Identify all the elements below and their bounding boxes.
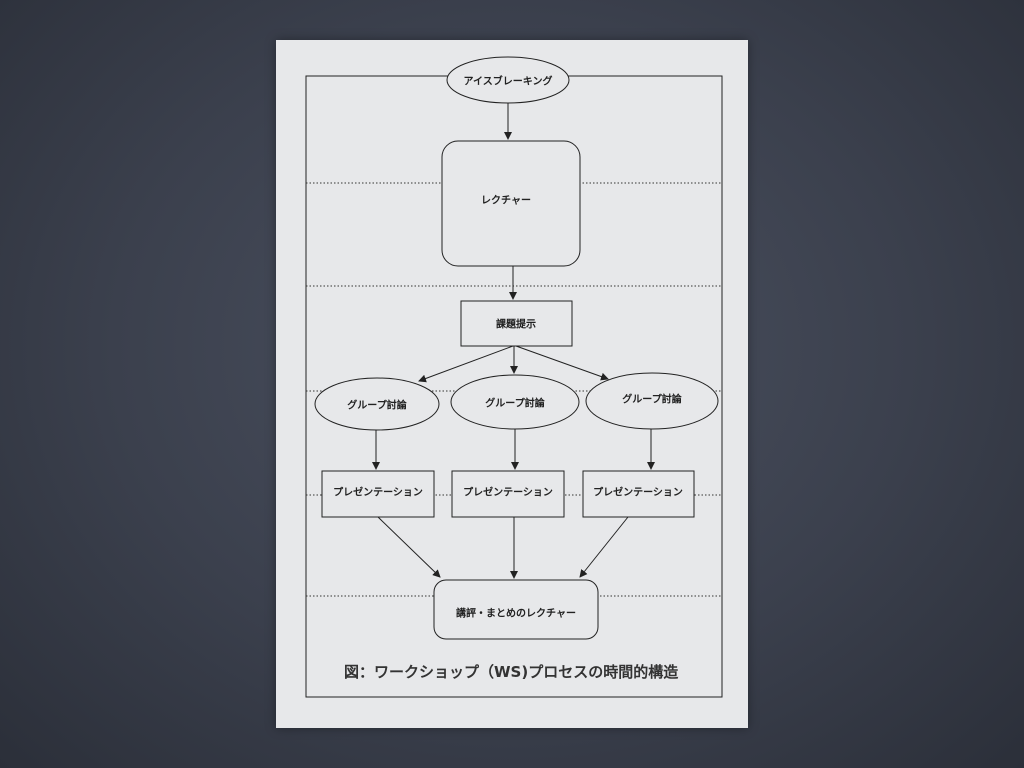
arrow-presentation-3-to-summary [579,516,629,578]
group-discussion-node-1 [314,377,440,431]
arrow-presentation-1-to-summary [377,516,441,578]
assignment-node [460,300,573,347]
assignment-label: 課題提示 [496,319,536,331]
diagram-page: アイスブレーキング レクチャー 課題提示 グループ討論 グループ討論 グループ討… [276,40,748,728]
presentation-node-1 [321,470,435,518]
presentation-label-1: プレゼンテーション [333,487,423,499]
group-discussion-label-3: グループ討論 [622,394,682,406]
icebreaking-label: アイスブレーキング [463,76,553,88]
presentation-label-3: プレゼンテーション [593,487,683,499]
summary-lecture-label: 講評・まとめのレクチャー [456,608,576,620]
presentation-node-2 [451,470,565,518]
presentation-label-2: プレゼンテーション [463,487,553,499]
process-diagram [305,56,723,698]
flow-arrows [372,103,655,579]
summary-lecture-node [433,579,599,640]
arrow-assignment-to-group-3 [515,345,609,381]
group-discussion-label-2: グループ討論 [485,398,545,410]
presentation-node-3 [582,470,695,518]
group-discussion-node-3 [585,372,719,430]
lecture-label: レクチャー [481,195,531,207]
arrow-assignment-to-group-1 [418,345,514,383]
figure-caption: 図：ワークショップ（WS)プロセスの時間的構造 [344,663,679,681]
group-discussion-label-1: グループ討論 [347,400,407,412]
lecture-node [441,140,581,267]
